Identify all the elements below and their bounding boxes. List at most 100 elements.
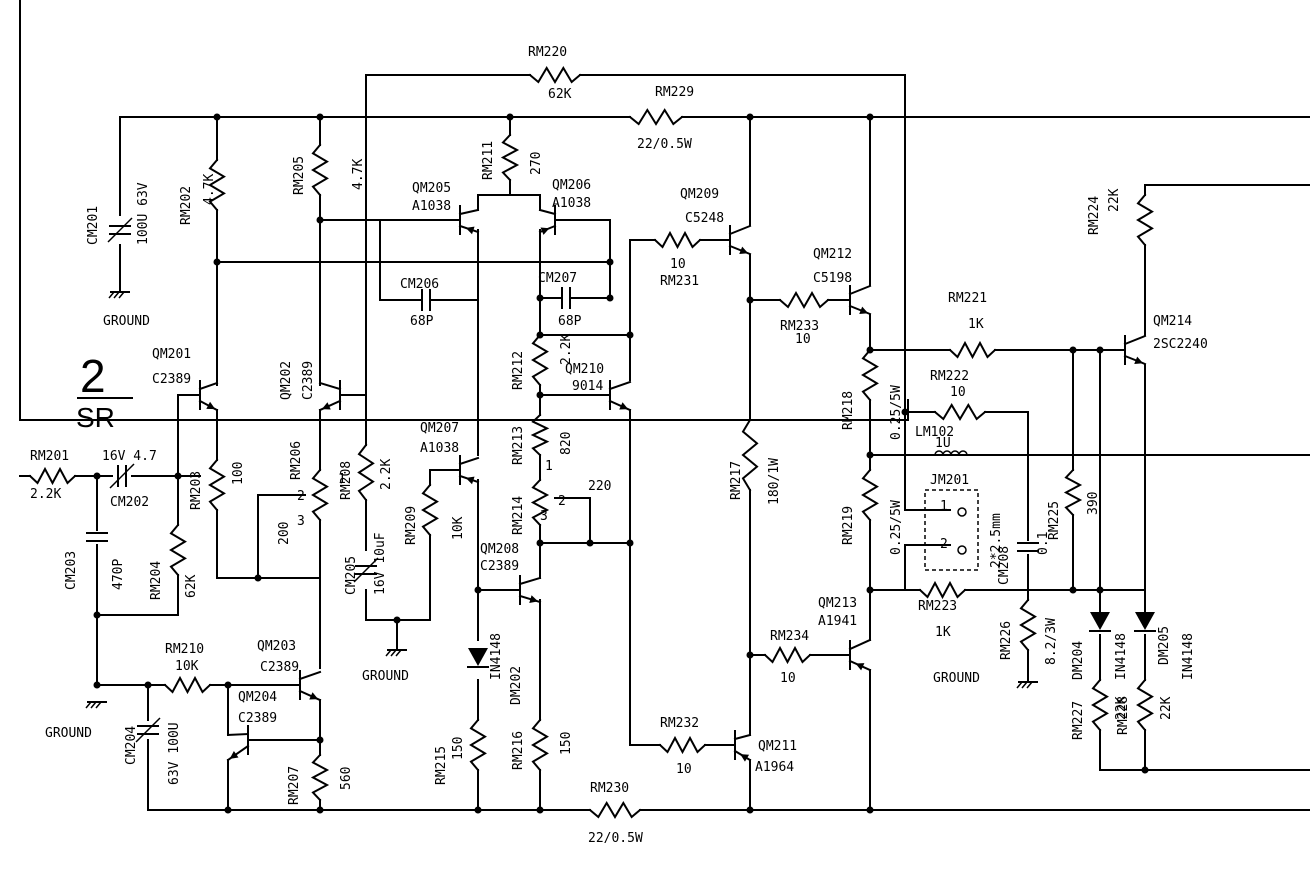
transistor-qm214: [1123, 334, 1147, 366]
resistor-rm218: [861, 348, 879, 402]
resistor-ref: RM208: [339, 461, 354, 500]
transistor-part: A1038: [420, 441, 459, 456]
resistor-value: 22K: [1159, 696, 1174, 720]
diode-dm204: [1089, 612, 1111, 632]
resistor-ref: RM213: [511, 426, 526, 465]
capacitor-ref: CM204: [124, 726, 139, 765]
resistor-value: 270: [529, 152, 544, 175]
jumper-pin1: 1: [940, 499, 948, 514]
diode-ref: DM204: [1071, 641, 1086, 680]
transistor-ref: QM212: [813, 247, 852, 262]
resistor-ref: RM207: [287, 766, 302, 805]
resistor-ref: RM202: [179, 186, 194, 225]
resistor-value: 10: [950, 385, 966, 400]
resistor-rm232: [658, 735, 707, 755]
transistor-ref: QM210: [565, 362, 604, 377]
transistor-ref: QM209: [680, 187, 719, 202]
resistor-rm231: [653, 230, 702, 250]
resistor-value: 100: [231, 462, 246, 485]
resistor-value: 10: [780, 671, 796, 686]
transistor-part: A1964: [755, 760, 794, 775]
transistor-part: C2389: [260, 660, 299, 675]
resistor-rm204: [169, 523, 187, 577]
resistor-ref: RM221: [948, 291, 987, 306]
transistor-ref: QM214: [1153, 314, 1192, 329]
resistor-rm219: [861, 468, 879, 522]
channel-label: SR: [76, 402, 115, 433]
resistor-ref: RM234: [770, 629, 809, 644]
capacitor-value: 16V 10uF: [373, 532, 388, 595]
resistor-rm226: [1019, 598, 1037, 652]
resistor-ref: RM223: [918, 599, 957, 614]
transistor-qm208: [518, 575, 542, 605]
capacitor-ref: CM202: [110, 495, 149, 510]
diode-ref: DM202: [509, 666, 524, 705]
transistor-ref: QM205: [412, 181, 451, 196]
resistor-value: 22K: [1114, 696, 1129, 720]
capacitor-cm208: [1017, 542, 1039, 552]
inductor-lm102: [934, 450, 968, 456]
resistor-value: 220: [588, 479, 611, 494]
capacitor-ref: CM201: [86, 206, 101, 245]
resistor-rm224: [1136, 193, 1154, 247]
capacitor-cm205: [353, 557, 379, 583]
diode-dm205: [1134, 612, 1156, 632]
resistor-rm221: [948, 340, 997, 360]
capacitor-ref: CM203: [64, 551, 79, 590]
resistor-rm215: [469, 718, 487, 772]
capacitor-ref: CM206: [400, 277, 439, 292]
transistor-qm204: [226, 725, 250, 762]
resistor-value: 22K: [1107, 188, 1122, 212]
capacitor-cm201: [107, 217, 133, 243]
resistor-rm213: [530, 413, 550, 457]
transistor-part: C2389: [152, 372, 191, 387]
capacitor-value: 16V 4.7: [102, 449, 157, 464]
transistor-part: C2389: [301, 361, 316, 400]
resistor-rm208: [357, 443, 375, 502]
capacitor-ref: CM207: [538, 271, 577, 286]
capacitor-ref: CM205: [344, 556, 359, 595]
resistor-value: 0.25/5W: [889, 385, 904, 440]
pot-pin-label: 3: [297, 514, 305, 529]
ground-symbol: [85, 701, 107, 709]
resistor-value: 62K: [184, 574, 199, 598]
resistor-value: 2.2K: [30, 487, 61, 502]
resistor-ref: RM206: [289, 441, 304, 480]
transistor-qm213: [848, 638, 872, 672]
resistor-rm210: [163, 675, 212, 695]
transistor-qm203: [298, 670, 322, 702]
transistor-ref: QM203: [257, 639, 296, 654]
resistor-value: 4.7K: [202, 174, 217, 205]
resistor-rm220: [528, 66, 582, 84]
resistor-value: 0.25/5W: [889, 500, 904, 555]
resistor-value: 4.7K: [351, 159, 366, 190]
resistor-rm203: [208, 458, 226, 512]
pot-pin-label: 3: [540, 509, 548, 524]
transistor-ref: QM202: [279, 361, 294, 400]
transistor-ref: QM204: [238, 690, 277, 705]
resistor-value: 560: [339, 767, 354, 790]
resistor-rm217: [741, 418, 759, 492]
resistor-rm211: [500, 133, 520, 182]
ground-symbol: [1016, 681, 1038, 689]
resistor-ref: RM232: [660, 716, 699, 731]
resistor-rm229: [628, 108, 684, 126]
resistor-rm214: [530, 478, 550, 527]
transistor-part: 2SC2240: [1153, 337, 1208, 352]
resistor-rm227: [1091, 678, 1109, 732]
resistor-ref: RM204: [149, 561, 164, 600]
transistor-part: A1038: [412, 199, 451, 214]
capacitor-ref: CM208: [997, 546, 1012, 585]
transistor-part: C2389: [238, 711, 277, 726]
resistor-ref: RM227: [1071, 701, 1086, 740]
diode-part: IN4148: [1181, 633, 1196, 680]
jumper-size: 2*2.5mm: [989, 513, 1004, 568]
transistor-part: A1038: [552, 196, 591, 211]
component-symbols: [28, 66, 1156, 819]
capacitor-value: 63V 100U: [167, 722, 182, 785]
resistor-value: 8.2/3W: [1044, 618, 1059, 665]
transistor-part: C5248: [685, 211, 724, 226]
transistor-ref: QM211: [758, 739, 797, 754]
resistor-ref: RM228: [1116, 696, 1131, 735]
